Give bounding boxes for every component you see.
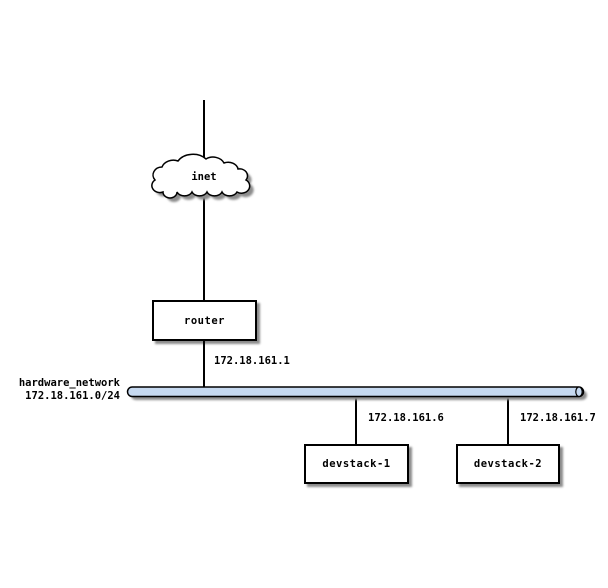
devstack-2-node: devstack-2: [456, 444, 560, 484]
network-name-label: hardware_network 172.18.161.0/24: [8, 377, 120, 403]
network-cidr: 172.18.161.0/24: [25, 390, 120, 402]
devstack-2-link-line: [507, 392, 509, 444]
inet-node-label: inet: [191, 171, 217, 183]
router-node: router: [152, 300, 257, 341]
router-node-label: router: [184, 314, 225, 327]
network-bar-endcap: [575, 386, 583, 398]
router-ip-label: 172.18.161.1: [214, 355, 290, 367]
uplink-line: [203, 100, 205, 388]
devstack-1-node-label: devstack-1: [322, 458, 391, 470]
network-bar-body: [126, 386, 585, 398]
devstack-1-node: devstack-1: [304, 444, 409, 484]
devstack-1-link-line: [355, 392, 357, 444]
cloud-body: [151, 153, 251, 199]
devstack-2-node-label: devstack-2: [473, 458, 543, 470]
network-name: hardware_network: [18, 377, 120, 389]
internet-cloud-icon: [151, 153, 254, 202]
devstack-1-ip-label: 172.18.161.6: [368, 412, 444, 424]
network-segment-bar: [126, 386, 587, 400]
devstack-2-ip-label: 172.18.161.7: [520, 412, 596, 424]
